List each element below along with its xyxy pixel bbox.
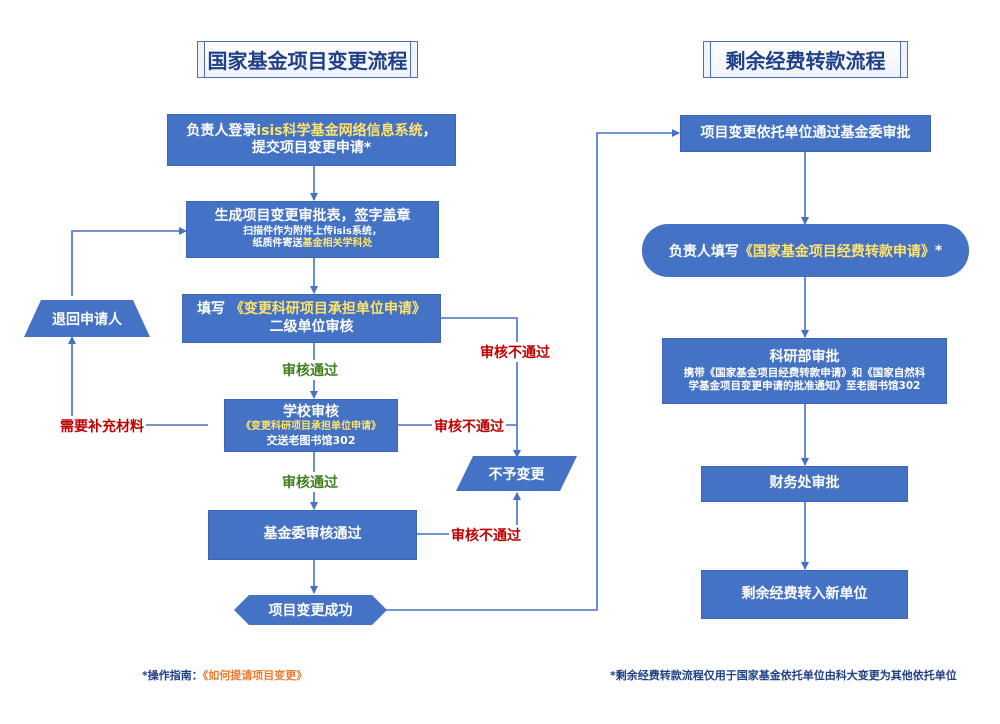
label-pass-2: 审核通过: [280, 472, 340, 492]
transfer-note: *剩余经费转款流程仅用于国家基金依托单位由科大变更为其他依托单位: [610, 669, 957, 682]
guide-note: *操作指南：《如何提请项目变更》: [142, 669, 308, 682]
label-fail-1: 审核不通过: [478, 342, 552, 362]
label-fail-3: 审核不通过: [449, 525, 523, 545]
edge-success-right: [385, 129, 680, 611]
right-flow-title: 剩余经费转款流程: [703, 41, 908, 78]
right-step3-box: 科研部审批 携带《国家基金项目经费转款申请》和《国家自然科 学基金项目变更申请的…: [662, 338, 947, 404]
left-step2-box: 生成项目变更审批表，签字盖章 扫描件作为附件上传isis系统， 纸质件寄送基金相…: [186, 201, 439, 258]
edge-fail1: [441, 317, 521, 458]
right-step2-node: 负责人填写《国家基金项目经费转款申请》 *: [668, 242, 943, 260]
return-applicant-node: 退回申请人: [52, 311, 122, 328]
r2-pill-shape: [642, 224, 969, 277]
left-step1-box: 负责人登录isis科学基金网络信息系统， 提交项目变更申请*: [167, 114, 456, 166]
right-step1-box: 项目变更依托单位通过基金委审批: [680, 115, 931, 152]
rejected-shape: [456, 456, 577, 491]
success-node: 项目变更成功: [268, 603, 353, 619]
label-need-more: 需要补充材料: [58, 416, 146, 436]
left-step3-box: 填写 《变更科研项目承担单位申请》 二级单位审核: [182, 294, 441, 343]
left-flow-title: 国家基金项目变更流程: [197, 41, 418, 78]
edge-return-step2: [71, 227, 187, 296]
label-pass-1: 审核通过: [280, 360, 340, 380]
label-fail-2: 审核不通过: [432, 416, 506, 436]
rejected-node: 不予变更: [488, 466, 545, 483]
guide-link[interactable]: 《如何提请项目变更》: [202, 669, 308, 682]
left-step5-box: 基金委审核通过: [208, 510, 417, 560]
left-step4-box: 学校审核 《变更科研项目承担单位申请》 交送老图书馆302: [224, 399, 398, 452]
edge-need-more: [68, 336, 208, 426]
right-step4-box: 财务处审批: [701, 466, 908, 502]
transfer-form-highlight: 《国家基金项目经费转款申请》: [738, 243, 935, 260]
isis-system-highlight: isis科学基金网络信息系统: [256, 122, 423, 139]
success-shape: [234, 595, 387, 625]
return-applicant-shape: [24, 300, 150, 337]
form-name-highlight: 《变更科研项目承担单位申请》: [229, 301, 426, 317]
right-step5-box: 剩余经费转入新单位: [701, 570, 908, 619]
